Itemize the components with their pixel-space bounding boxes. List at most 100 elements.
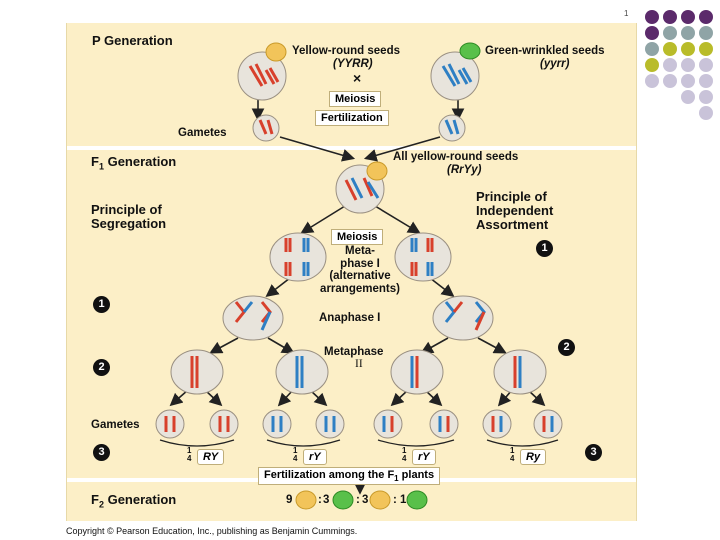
decorative-dot — [699, 10, 713, 24]
arrow — [374, 205, 421, 234]
metaphase2-cell-3 — [390, 349, 444, 395]
gamete-genotype: RY — [197, 449, 225, 465]
page-marker: 1 — [624, 9, 629, 18]
parent-cell-left — [237, 51, 287, 101]
parent-cell-right — [430, 51, 480, 101]
metaphase2-label: Metaphase — [324, 346, 384, 358]
gamete-cell — [155, 409, 185, 439]
gamete-cell — [482, 409, 512, 439]
parent-left-genotype: (YYRR) — [333, 58, 373, 70]
principle-segregation-heading: Principle of Segregation — [91, 202, 167, 231]
arrow — [209, 337, 239, 354]
gamete-chromosomes — [164, 416, 554, 432]
decorative-dot — [663, 58, 677, 72]
decorative-dot — [681, 42, 695, 56]
decorative-dot — [681, 74, 695, 88]
f1-generation-title: F1 Generation — [91, 154, 177, 172]
arrow — [300, 205, 346, 234]
gamete-genotype: Ry — [520, 449, 547, 465]
step-number: 3 — [93, 444, 110, 461]
f1-meiosis-label: Meiosis — [331, 229, 384, 245]
copyright-text: Copyright © Pearson Education, Inc., pub… — [66, 526, 358, 536]
metaphase1-cell-left — [269, 232, 327, 282]
p-generation-title: P Generation — [92, 33, 173, 48]
arrow — [265, 277, 291, 297]
step-number: 3 — [585, 444, 602, 461]
arrow — [169, 389, 189, 407]
gamete-cell — [209, 409, 239, 439]
decorative-dot — [699, 58, 713, 72]
step-number: 1 — [93, 296, 110, 313]
decorative-dot — [699, 106, 713, 120]
decorative-dot — [681, 58, 695, 72]
decorative-dot — [663, 26, 677, 40]
gamete-cell — [373, 409, 403, 439]
f1-summary-genotype: (RrYy) — [447, 164, 482, 176]
decorative-dot — [699, 90, 713, 104]
gamete-genotype: rY — [412, 449, 436, 465]
p-gamete-right — [438, 114, 466, 142]
decorative-dot — [663, 74, 677, 88]
anaphase1-cell-left — [222, 295, 284, 341]
principle-assortment-heading: Principle of Independent Assortment — [476, 189, 554, 232]
section-divider — [67, 146, 636, 150]
arrow — [420, 337, 449, 354]
decorative-dot — [699, 42, 713, 56]
gamete-cell — [262, 409, 292, 439]
arrow — [279, 136, 356, 162]
decorative-dot — [699, 74, 713, 88]
metaphase1-cell-right — [394, 232, 452, 282]
step-number: 1 — [536, 240, 553, 257]
f2-ratio-separator: : — [318, 494, 322, 506]
parent-right-label: Green-wrinkled seeds — [485, 45, 605, 57]
yellow-seed-icon — [366, 161, 388, 181]
gamete-cell — [429, 409, 459, 439]
f1-gametes-label: Gametes — [91, 419, 140, 431]
p-generation-arrows — [251, 100, 465, 162]
p-gamete-left — [252, 114, 280, 142]
gamete-cell — [533, 409, 563, 439]
metaphase2-cell-2 — [275, 349, 329, 395]
arrow — [267, 337, 295, 354]
decorative-dot — [681, 90, 695, 104]
f1-summary-label: All yellow-round seeds — [393, 151, 519, 163]
yellow-seed-icon — [265, 42, 287, 62]
f2-seeds — [295, 490, 428, 510]
decorative-dot — [681, 26, 695, 40]
decorative-dot — [663, 10, 677, 24]
gamete-genotype: rY — [303, 449, 327, 465]
decorative-dot — [645, 26, 659, 40]
metaphase1-label: Meta- phase I (alternative arrangements) — [320, 245, 400, 295]
anaphase1-cell-right — [432, 295, 494, 341]
gamete-cell — [315, 409, 345, 439]
green-seed-icon — [332, 490, 354, 510]
f2-ratio-separator: : — [356, 494, 360, 506]
f2-ratio-count: 9 — [286, 494, 293, 506]
p-gametes-label: Gametes — [178, 127, 227, 139]
decorative-dot — [645, 74, 659, 88]
gamete-cells — [155, 409, 563, 439]
metaphase2-cell-4 — [493, 349, 547, 395]
parent-left-label: Yellow-round seeds — [292, 45, 400, 57]
step-number: 2 — [93, 359, 110, 376]
p-meiosis-label: Meiosis — [329, 91, 382, 107]
f2-ratio-separator: : — [393, 494, 397, 506]
decorative-dot — [681, 10, 695, 24]
cross-symbol: × — [353, 70, 362, 86]
decorative-dot — [645, 58, 659, 72]
yellow-seed-icon — [369, 490, 391, 510]
gamete-brackets — [159, 439, 559, 447]
arrow — [363, 136, 441, 162]
yellow-seed-icon — [295, 490, 317, 510]
fertilization-f1-label: Fertilization among the F1 plants — [258, 467, 441, 486]
decorative-dot-grid — [641, 8, 719, 120]
metaphase2-cell-1 — [170, 349, 224, 395]
decorative-dot — [699, 26, 713, 40]
decorative-dot — [645, 10, 659, 24]
parent-right-genotype: (yyrr) — [540, 58, 570, 70]
